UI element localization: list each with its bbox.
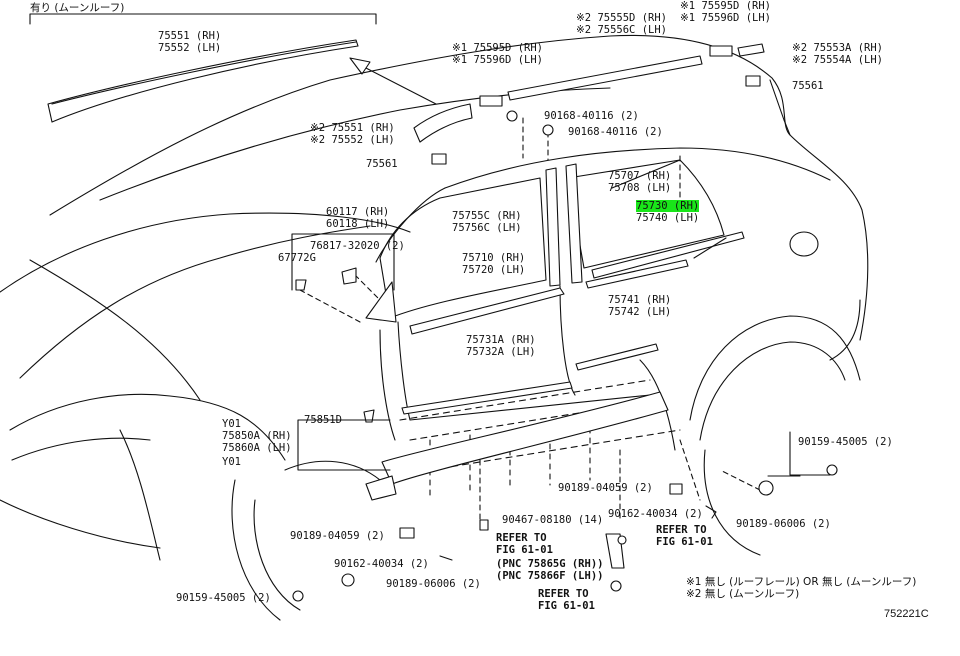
- label-bolt-40034-right: 90162-40034 (2): [608, 508, 703, 520]
- label-lower-molding: 75731A (RH)75732A (LH): [466, 334, 536, 358]
- roof-molding-shape: [47, 39, 359, 123]
- legend: ※1 無し (ルーフレール) OR 無し (ムーンルーフ)※2 無し (ムーンル…: [686, 576, 917, 600]
- label-clip-04059-right: 90189-04059 (2): [558, 482, 653, 494]
- label-pillar-rear: 75707 (RH)75708 (LH): [608, 170, 672, 194]
- label-bolt-b: 90168-40116 (2): [568, 126, 663, 138]
- label-rocker-main: 75850A (RH)75860A (LH): [222, 430, 292, 454]
- label-roof-cover: ※2 75553A (RH)※2 75554A (LH): [792, 42, 883, 66]
- label-bolt-40034-left: 90162-40034 (2): [334, 558, 429, 570]
- label-belt-molding: 75730 (RH)75740 (LH): [636, 200, 700, 224]
- label-rocker-y01a: Y01: [222, 418, 241, 430]
- label-clip-06006-right: 90189-06006 (2): [736, 518, 831, 530]
- label-roof-end-a: ※1 75595D (RH)※1 75596D (LH): [452, 42, 543, 66]
- label-roof-rail: ※2 75555D (RH)※2 75556C (LH): [576, 12, 667, 36]
- label-roof-end-b: ※1 75595D (RH)※1 75596D (LH): [680, 0, 771, 24]
- label-clip-75561-left: 75561: [366, 158, 398, 170]
- label-clip-04059-left: 90189-04059 (2): [290, 530, 385, 542]
- label-clip-06006-left: 90189-06006 (2): [386, 578, 481, 590]
- label-bolt-08180: 90467-08180 (14): [502, 514, 604, 526]
- header-note: 有り (ムーンルーフ): [30, 2, 125, 14]
- label-front-door-molding: 75710 (RH)75720 (LH): [462, 252, 526, 276]
- label-roof-molding: 75551 (RH)75552 (LH): [158, 30, 222, 54]
- label-mirror-cover: 60117 (RH)60118 (LH): [326, 206, 390, 230]
- label-clip-67772: 67772G: [278, 252, 316, 264]
- label-clip-75561-right: 75561: [792, 80, 824, 92]
- label-clip-32020: 76817-32020 (2): [310, 240, 405, 252]
- figure-code: 752221C: [884, 608, 929, 620]
- label-rocker-clip: 75851D: [304, 414, 342, 426]
- label-rocker-y01b: Y01: [222, 456, 241, 468]
- label-front-roof: ※2 75551 (RH)※2 75552 (LH): [310, 122, 395, 146]
- label-screw-45005-left: 90159-45005 (2): [176, 592, 271, 604]
- label-pnc-note: (PNC 75865G (RH))(PNC 75866F (LH)): [496, 558, 604, 582]
- header-bracket: [29, 13, 377, 25]
- label-screw-45005-right: 90159-45005 (2): [798, 436, 893, 448]
- label-bolt-a: 90168-40116 (2): [544, 110, 639, 122]
- label-pillar-front: 75755C (RH)75756C (LH): [452, 210, 522, 234]
- label-rear-door-molding: 75741 (RH)75742 (LH): [608, 294, 672, 318]
